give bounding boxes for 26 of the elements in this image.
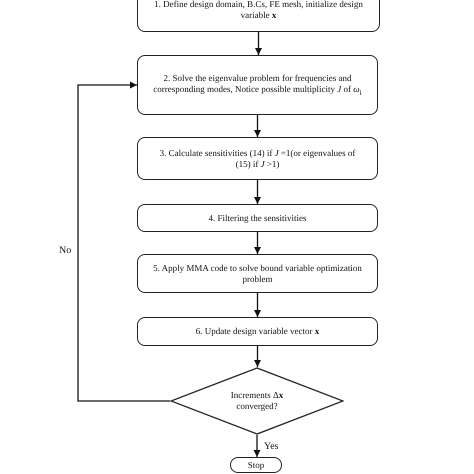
edge-label: No	[58, 245, 72, 256]
terminal-box	[230, 457, 282, 473]
process-box	[137, 204, 378, 232]
arrow	[254, 115, 261, 137]
arrow	[255, 32, 262, 55]
node-text: 4. Filtering the sensitivities	[208, 212, 306, 224]
node-text: 6. Update design variable vector x	[196, 326, 320, 337]
process-box	[137, 317, 378, 346]
arrow	[77, 82, 170, 402]
arrow	[254, 232, 261, 254]
process-box	[137, 0, 380, 32]
arrow	[254, 346, 261, 367]
decision-diamond	[170, 367, 344, 435]
node-text: Stop	[248, 460, 264, 470]
process-box	[137, 254, 378, 293]
node-text: 1. Define design domain, B.Cs, FE mesh, initialize design variable x	[153, 0, 364, 21]
node-text: Increments Δx converged?	[230, 390, 284, 412]
arrow	[254, 435, 260, 457]
node-text: 5. Apply MMA code to solve bound variable optimization problem	[152, 262, 363, 284]
node-text: 2. Solve the eigenvalue problem for frequencies and corresponding modes, Notice possible multiplicity J of ω$_{i}$	[152, 73, 363, 97]
process-box	[137, 55, 378, 115]
arrow	[254, 293, 261, 317]
process-box	[137, 137, 378, 180]
node-text: 3. Calculate sensitivities (14) if J =1(or eigenvalues of (15) if J >1)	[158, 148, 356, 170]
edge-label: Yes	[263, 441, 280, 452]
arrow	[254, 180, 261, 204]
